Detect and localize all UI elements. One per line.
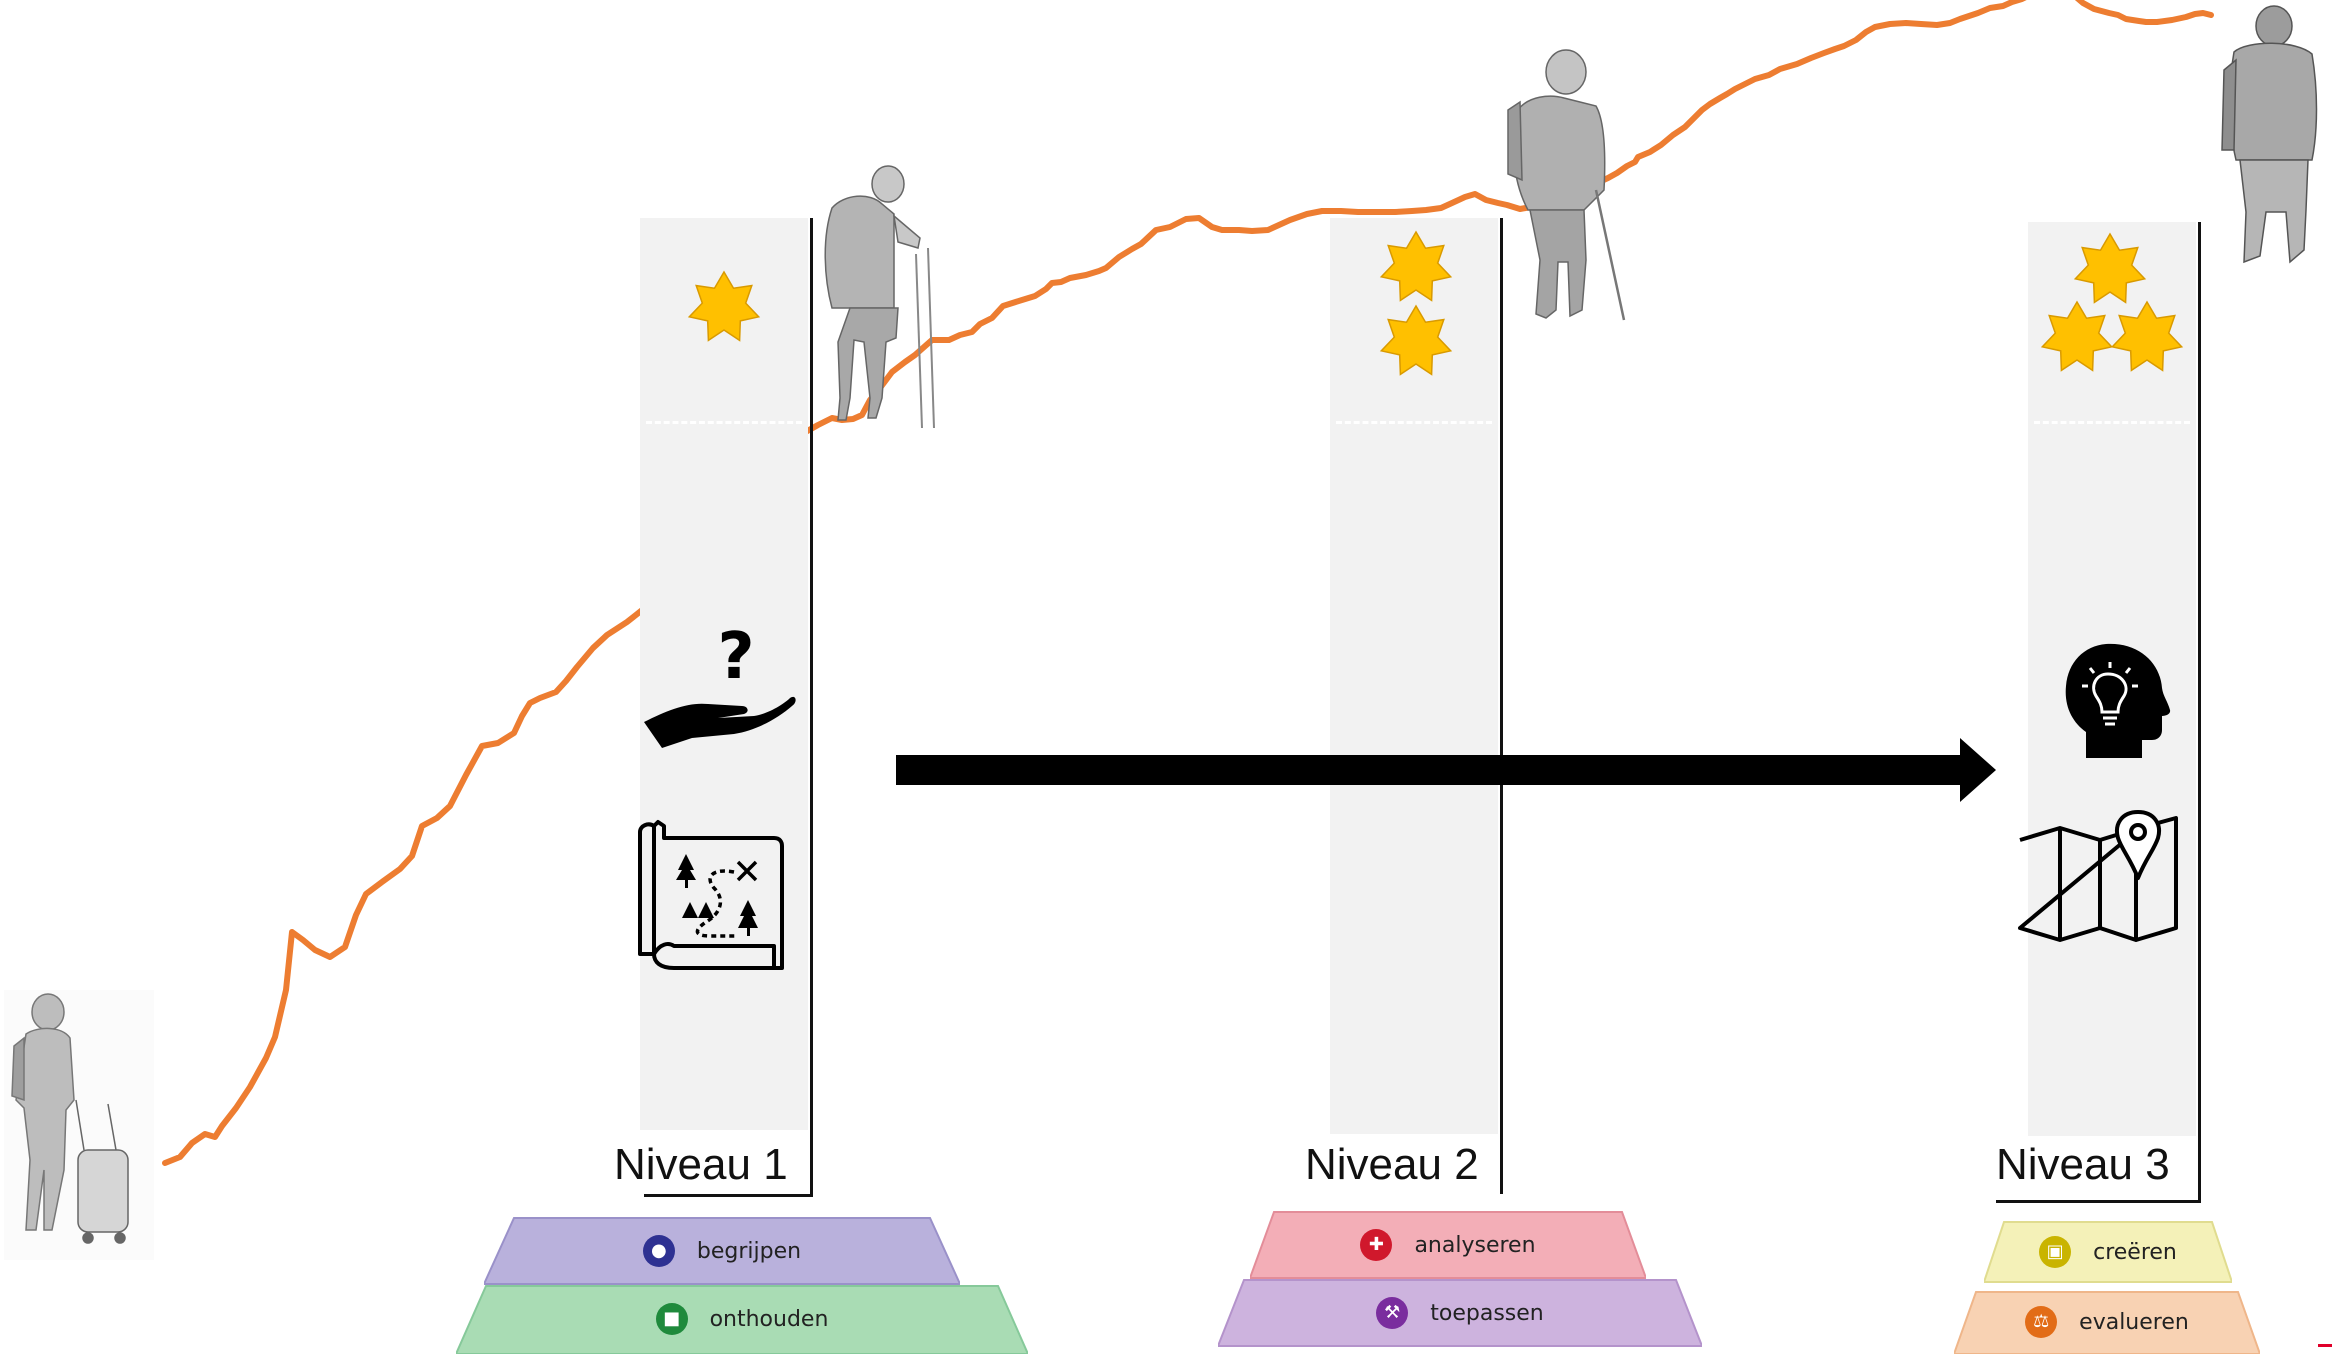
hiker-trekking-figure bbox=[1507, 49, 1626, 321]
hiker-backpack-figure bbox=[824, 165, 935, 429]
map-pin-icon bbox=[2018, 810, 2178, 942]
scales-icon: ⚖ bbox=[2025, 1306, 2058, 1338]
tier-label: toepassen bbox=[1430, 1300, 1544, 1326]
hiker-mountaineer-figure bbox=[2221, 5, 2318, 264]
level-1-divider bbox=[646, 421, 802, 424]
level-2-frame bbox=[1500, 218, 1503, 1194]
memory-icon: ■ bbox=[655, 1303, 688, 1335]
level-1-frame bbox=[644, 218, 813, 1197]
head-lightbulb-icon bbox=[2065, 643, 2171, 758]
building-icon: ▣ bbox=[2039, 1236, 2072, 1268]
level-2-label: Niveau 2 bbox=[1305, 1140, 1479, 1189]
tier-label: onthouden bbox=[709, 1306, 829, 1332]
level-1-label: Niveau 1 bbox=[614, 1140, 788, 1189]
tier-shape bbox=[1250, 1211, 1646, 1279]
level-2-tier-analyseren: ✚ analyseren bbox=[1250, 1210, 1646, 1280]
level-1-tier-begrijpen: ● begrijpen bbox=[484, 1216, 960, 1286]
tier-label: analyseren bbox=[1414, 1232, 1536, 1258]
tier-label: begrijpen bbox=[696, 1238, 802, 1264]
lightbulb-icon: ● bbox=[642, 1235, 675, 1267]
tier-label: evalueren bbox=[2079, 1309, 2189, 1335]
puzzle-icon: ✚ bbox=[1360, 1229, 1393, 1261]
level-3-frame bbox=[1996, 222, 2201, 1203]
svg-text:?: ? bbox=[717, 620, 754, 694]
tier-shape bbox=[1984, 1221, 2232, 1283]
level-3-label: Niveau 3 bbox=[1996, 1140, 2170, 1189]
tier-shape bbox=[1954, 1291, 2260, 1354]
level-1-tier-onthouden: ■ onthouden bbox=[456, 1284, 1028, 1354]
level-3-divider bbox=[2034, 421, 2190, 424]
level-3-tier-creeren: ▣ creëren bbox=[1984, 1220, 2232, 1284]
level-3-tier-evalueren: ⚖ evalueren bbox=[1954, 1290, 2260, 1354]
hiker-suitcase-figure bbox=[4, 990, 154, 1260]
tier-label: creëren bbox=[2093, 1239, 2177, 1265]
level-2-band bbox=[1330, 218, 1498, 1134]
level-2-divider bbox=[1336, 421, 1492, 424]
tier-shape bbox=[484, 1217, 960, 1285]
corner-mark bbox=[2318, 1344, 2332, 1347]
tier-shape bbox=[456, 1285, 1028, 1354]
level-2-tier-toepassen: ⚒ toepassen bbox=[1218, 1278, 1702, 1348]
level-1-band bbox=[640, 218, 808, 1130]
treasure-map-icon bbox=[638, 820, 784, 970]
tier-shape bbox=[1218, 1279, 1702, 1347]
wrench-icon: ⚒ bbox=[1376, 1297, 1409, 1329]
hand-question-icon: ? bbox=[644, 620, 796, 748]
